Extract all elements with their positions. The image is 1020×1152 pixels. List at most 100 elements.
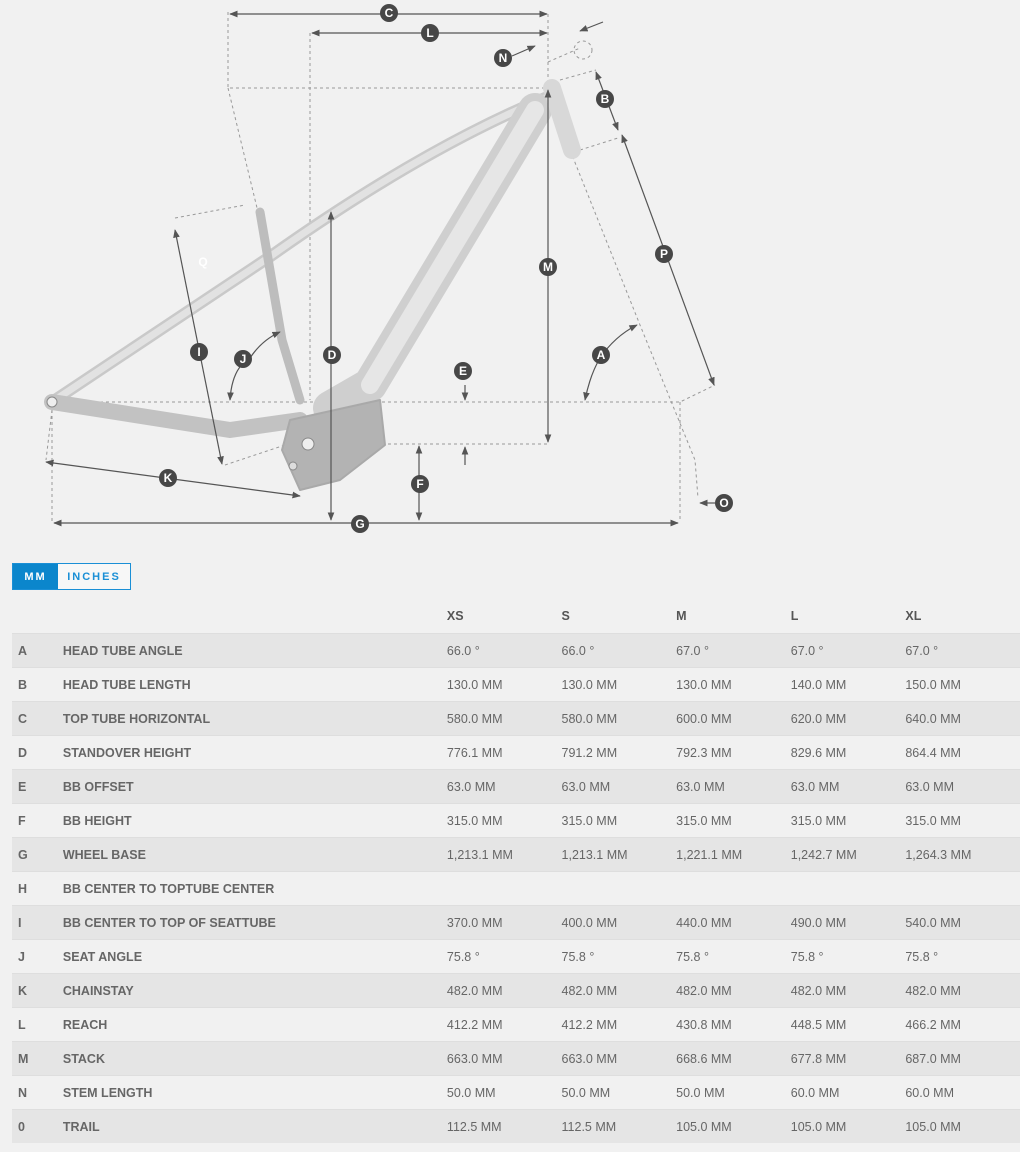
row-value: 620.0 MM <box>790 701 906 736</box>
row-value: 412.2 MM <box>561 1007 677 1042</box>
row-letter: C <box>12 701 63 736</box>
row-value: 440.0 MM <box>676 905 791 940</box>
svg-text:E: E <box>459 364 467 378</box>
row-value: 150.0 MM <box>905 667 1020 702</box>
row-value: 50.0 MM <box>561 1075 677 1110</box>
header-size: XL <box>905 609 922 623</box>
row-value: 63.0 MM <box>676 769 791 804</box>
row-value <box>790 871 906 906</box>
svg-text:I: I <box>197 345 200 359</box>
row-letter: J <box>12 939 63 974</box>
svg-text:L: L <box>426 26 433 40</box>
row-value: 315.0 MM <box>790 803 906 838</box>
row-value: 75.8 ° <box>676 939 791 974</box>
label-n: N <box>494 49 512 67</box>
row-value: 687.0 MM <box>905 1041 1020 1076</box>
row-value: 63.0 MM <box>790 769 906 804</box>
row-letter: B <box>12 667 63 702</box>
row-value: 63.0 MM <box>446 769 562 804</box>
label-m: M <box>539 258 557 276</box>
row-value: 66.0 ° <box>446 633 562 668</box>
row-value: 580.0 MM <box>446 701 562 736</box>
row-value: 315.0 MM <box>561 803 677 838</box>
label-b: B <box>596 90 614 108</box>
row-value: 482.0 MM <box>561 973 677 1008</box>
row-value: 430.8 MM <box>676 1007 791 1042</box>
row-value: 482.0 MM <box>790 973 906 1008</box>
label-f: F <box>411 475 429 493</box>
row-value: 1,213.1 MM <box>561 837 677 872</box>
row-value: 105.0 MM <box>905 1109 1020 1143</box>
row-name: HEAD TUBE ANGLE <box>62 633 447 668</box>
label-p: P <box>655 245 673 263</box>
row-value: 130.0 MM <box>676 667 791 702</box>
row-letter: K <box>12 973 63 1008</box>
header-size: XS <box>446 609 464 623</box>
row-value: 130.0 MM <box>446 667 562 702</box>
row-value: 67.0 ° <box>676 633 791 668</box>
row-name: STANDOVER HEIGHT <box>62 735 447 770</box>
row-letter: F <box>12 803 63 838</box>
svg-text:F: F <box>416 477 423 491</box>
inches-button[interactable]: INCHES <box>58 564 130 589</box>
units-toggle: MM INCHES <box>12 563 131 590</box>
row-value: 130.0 MM <box>561 667 677 702</box>
row-letter: N <box>12 1075 63 1110</box>
row-value: 482.0 MM <box>676 973 791 1008</box>
label-a: A <box>592 346 610 364</box>
svg-text:D: D <box>328 348 337 362</box>
row-value: 668.6 MM <box>676 1041 791 1076</box>
label-l: L <box>421 24 439 42</box>
row-value: 66.0 ° <box>561 633 677 668</box>
label-q: Q <box>198 255 207 269</box>
row-value: 75.8 ° <box>905 939 1020 974</box>
row-name: CHAINSTAY <box>62 973 447 1008</box>
svg-text:M: M <box>543 260 553 274</box>
row-value: 791.2 MM <box>561 735 677 770</box>
row-value: 482.0 MM <box>905 973 1020 1008</box>
geometry-diagram: C L N B P M A E D I J K F G O Q <box>44 4 733 533</box>
row-value: 677.8 MM <box>790 1041 906 1076</box>
row-letter: H <box>12 871 63 906</box>
row-value: 663.0 MM <box>446 1041 562 1076</box>
row-value: 1,213.1 MM <box>446 837 562 872</box>
row-value: 776.1 MM <box>446 735 562 770</box>
label-j: J <box>234 350 252 368</box>
row-value: 63.0 MM <box>905 769 1020 804</box>
row-value: 412.2 MM <box>446 1007 562 1042</box>
header-size: M <box>676 609 687 623</box>
svg-text:K: K <box>164 471 173 485</box>
header-size: S <box>561 609 570 623</box>
row-value: 105.0 MM <box>790 1109 906 1143</box>
row-value: 112.5 MM <box>446 1109 562 1143</box>
svg-text:C: C <box>385 6 394 20</box>
row-value: 60.0 MM <box>905 1075 1020 1110</box>
row-name: WHEEL BASE <box>62 837 447 872</box>
svg-text:B: B <box>601 92 610 106</box>
row-letter: 0 <box>12 1109 63 1143</box>
row-value: 466.2 MM <box>905 1007 1020 1042</box>
row-value: 640.0 MM <box>905 701 1020 736</box>
guide-lines <box>45 12 716 522</box>
row-value: 67.0 ° <box>905 633 1020 668</box>
label-c: C <box>380 4 398 22</box>
row-value <box>676 871 791 906</box>
row-value: 50.0 MM <box>676 1075 791 1110</box>
row-name: TOP TUBE HORIZONTAL <box>62 701 447 736</box>
row-name: BB CENTER TO TOP OF SEATTUBE <box>62 905 447 940</box>
mm-button[interactable]: MM <box>13 564 58 589</box>
row-value: 600.0 MM <box>676 701 791 736</box>
label-d: D <box>323 346 341 364</box>
row-letter: M <box>12 1041 63 1076</box>
row-name: STEM LENGTH <box>62 1075 447 1110</box>
